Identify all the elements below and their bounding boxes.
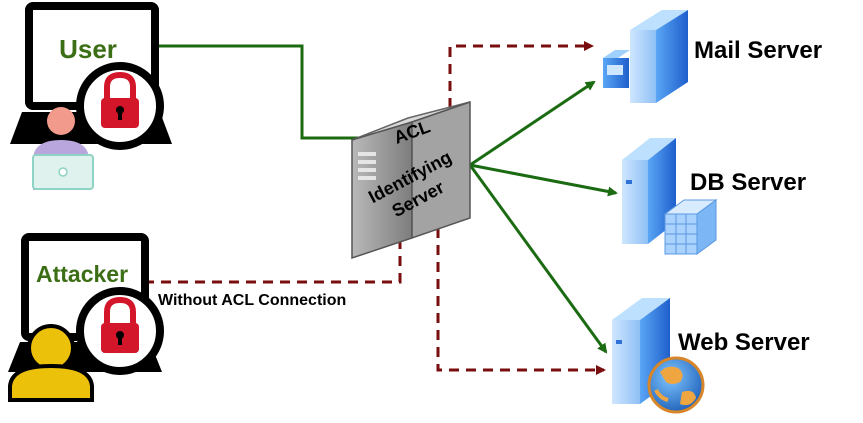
server-icon xyxy=(351,100,471,260)
attacker-to-acl-connection xyxy=(144,230,405,284)
database-icon xyxy=(663,199,718,255)
mail-server-label: Mail Server xyxy=(694,37,822,64)
web-server-node: Web Server xyxy=(612,298,810,414)
attacker-node: Attacker xyxy=(8,233,164,402)
user-icon xyxy=(32,107,94,190)
web-server-label: Web Server xyxy=(678,329,810,356)
acl-to-db-connection xyxy=(469,163,618,197)
globe-icon xyxy=(647,356,705,414)
acl-to-web-connection xyxy=(468,164,608,354)
db-server-node: DB Server xyxy=(622,138,806,255)
acl-to-web-dashed-connection xyxy=(436,228,606,375)
acl-to-mail-connection xyxy=(469,80,596,167)
server-icon xyxy=(603,10,688,103)
lock-icon xyxy=(76,287,164,375)
connections xyxy=(144,41,618,375)
attacker-connection-note: Without ACL Connection xyxy=(158,292,346,309)
user-icon xyxy=(8,324,94,402)
mail-server-node: Mail Server xyxy=(603,10,822,103)
attacker-label: Attacker xyxy=(36,261,128,287)
user-to-acl-connection xyxy=(148,44,378,143)
acl-server-node: ACL Identifying Server xyxy=(351,100,471,260)
lock-icon xyxy=(76,62,164,150)
user-label: User xyxy=(59,34,117,64)
db-server-label: DB Server xyxy=(690,169,806,196)
user-node: User xyxy=(10,2,172,190)
acl-to-mail-dashed-connection xyxy=(448,41,594,108)
